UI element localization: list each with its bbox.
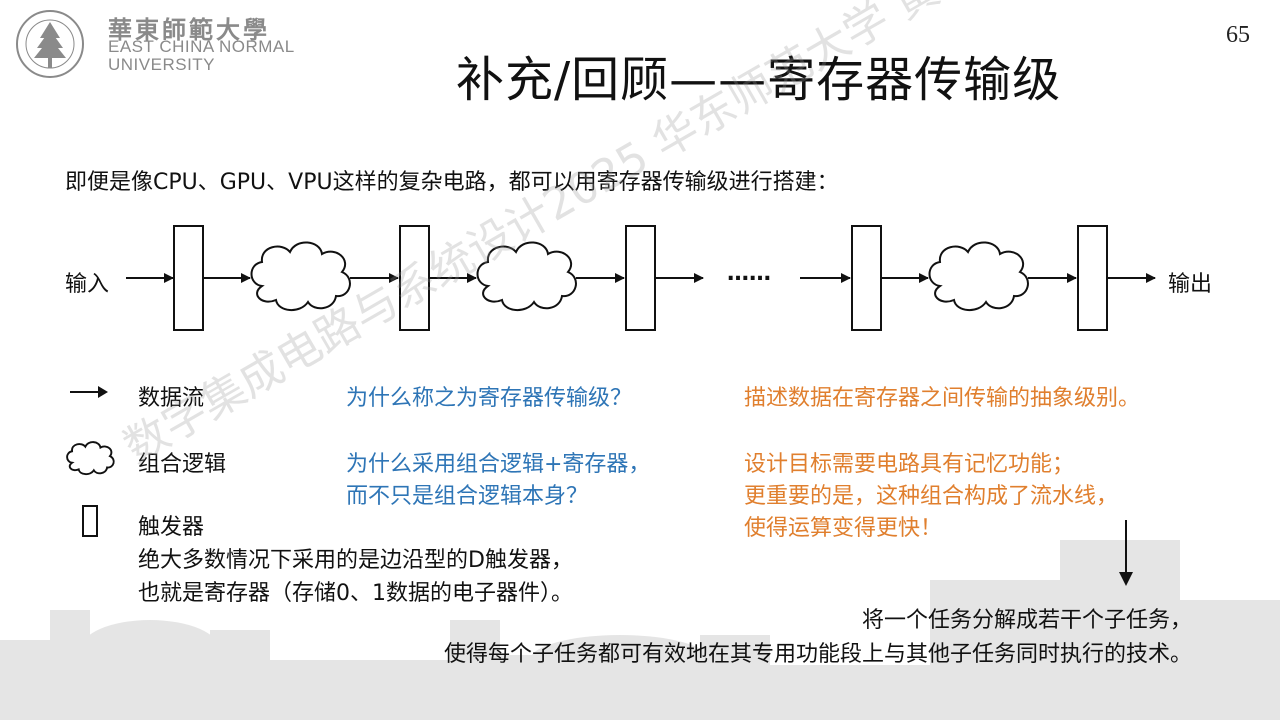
university-logo: 華東師範大學 EAST CHINA NORMAL UNIVERSITY bbox=[10, 8, 300, 80]
pipeline-definition-line1: 将一个任务分解成若干个子任务， bbox=[861, 608, 1192, 633]
rectangle-legend-icon bbox=[82, 505, 98, 537]
flip-flop-description-line2: 也就是寄存器（存储0、1数据的电子器件）。 bbox=[138, 581, 573, 606]
university-name-english: EAST CHINA NORMAL UNIVERSITY bbox=[108, 38, 295, 74]
university-name-english-line1: EAST CHINA NORMAL bbox=[108, 37, 295, 56]
register-flip-flop bbox=[173, 225, 204, 331]
pipeline-definition-line2: 使得每个子任务都可有效地在其专用功能段上与其他子任务同时执行的技术。 bbox=[443, 642, 1192, 667]
answer-combination-line3: 使得运算变得更快！ bbox=[744, 516, 943, 541]
register-flip-flop bbox=[1077, 225, 1108, 331]
cloud-legend-icon bbox=[66, 441, 115, 476]
question-why-combination-line2: 而不只是组合逻辑本身？ bbox=[346, 484, 589, 509]
answer-rtl-definition: 描述数据在寄存器之间传输的抽象级别。 bbox=[744, 386, 1141, 411]
university-name-english-line2: UNIVERSITY bbox=[108, 55, 216, 74]
legend-data-flow-label: 数据流 bbox=[138, 386, 205, 411]
arrow-legend-icon bbox=[70, 386, 108, 398]
question-why-combination-line1: 为什么采用组合逻辑+寄存器， bbox=[346, 452, 651, 477]
pipeline-diagram: …… bbox=[126, 225, 1156, 331]
university-name-chinese: 華東師範大學 bbox=[108, 15, 270, 44]
legend-flip-flop-label: 触发器 bbox=[138, 515, 205, 540]
answer-combination-line2: 更重要的是，这种组合构成了流水线， bbox=[744, 484, 1119, 509]
output-label: 输出 bbox=[1168, 272, 1213, 297]
university-seal-icon bbox=[16, 10, 84, 78]
campus-skyline-background bbox=[0, 540, 1280, 720]
register-flip-flop bbox=[399, 225, 430, 331]
down-arrow-icon bbox=[1119, 520, 1133, 586]
question-why-rtl: 为什么称之为寄存器传输级？ bbox=[346, 386, 633, 411]
answer-combination-line1: 设计目标需要电路具有记忆功能； bbox=[744, 452, 1075, 477]
pipeline-ellipsis: …… bbox=[727, 261, 771, 286]
intro-text: 即便是像CPU、GPU、VPU这样的复杂电路，都可以用寄存器传输级进行搭建： bbox=[65, 170, 839, 195]
flip-flop-description-line1: 绝大多数情况下采用的是边沿型的D触发器， bbox=[138, 548, 573, 573]
legend-combinational-logic-label: 组合逻辑 bbox=[138, 452, 227, 477]
slide-title: 补充/回顾——寄存器传输级 bbox=[456, 52, 1062, 108]
input-label: 输入 bbox=[65, 272, 110, 297]
register-flip-flop bbox=[851, 225, 882, 331]
register-flip-flop bbox=[625, 225, 656, 331]
combinational-logic-cloud bbox=[250, 241, 351, 312]
combinational-logic-cloud bbox=[928, 241, 1029, 312]
combinational-logic-cloud bbox=[476, 241, 577, 312]
page-number: 65 bbox=[1226, 22, 1250, 48]
